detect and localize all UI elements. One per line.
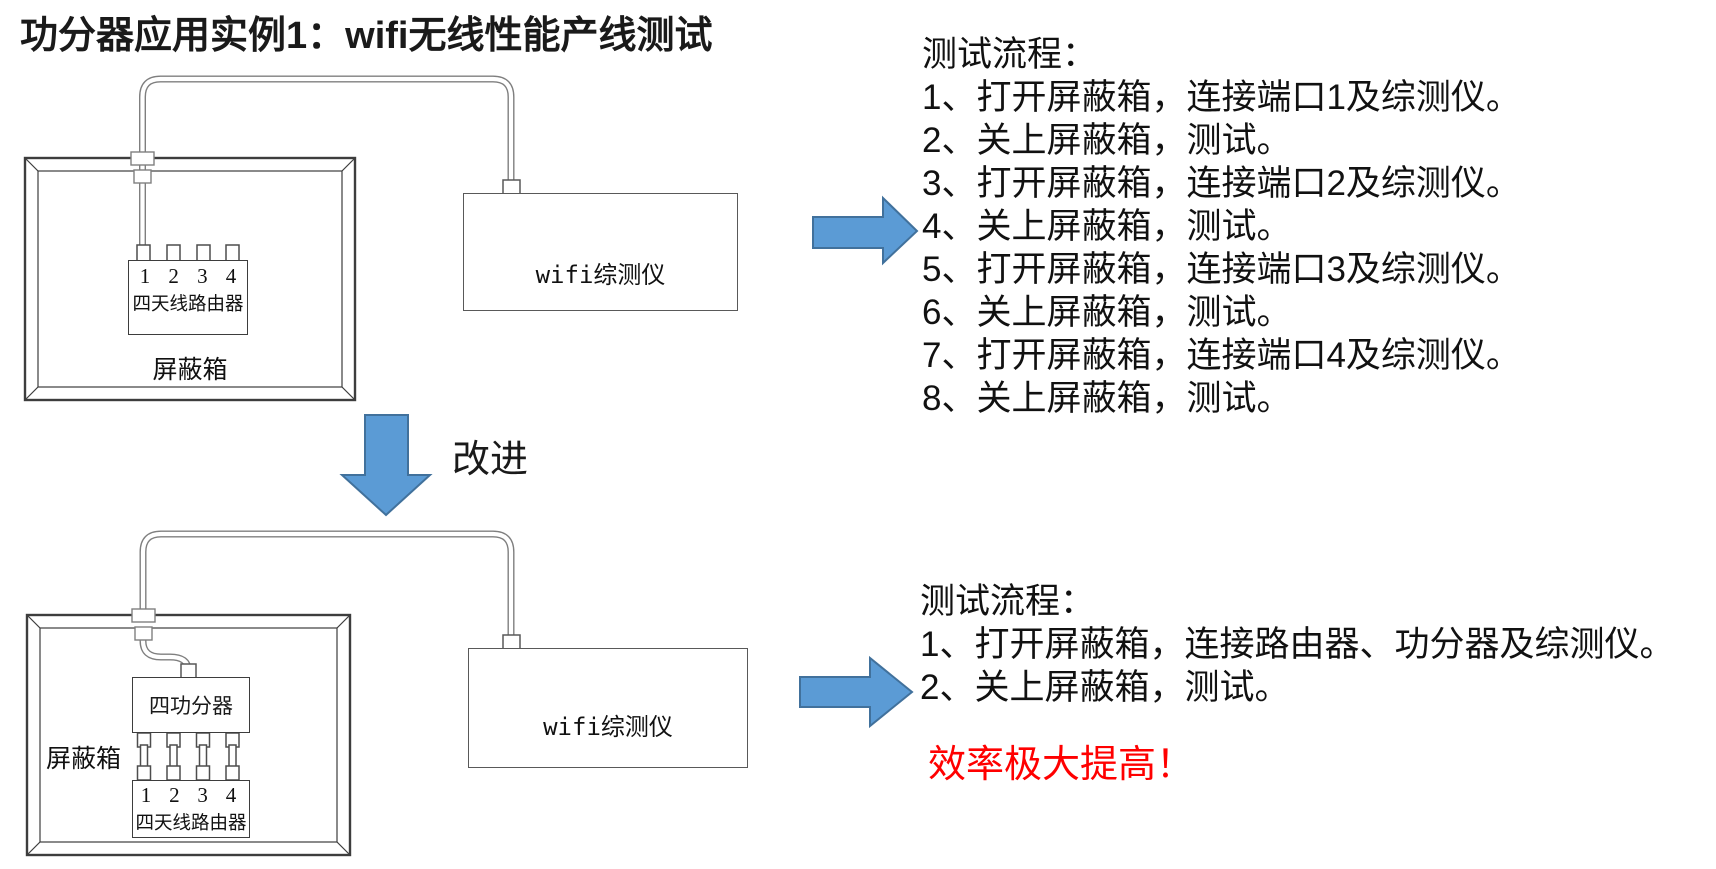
process-step: 5、打开屏蔽箱，连接端口3及综测仪。 [922,250,1521,289]
wifi-tester-box-bottom: wifi综测仪 [468,648,748,768]
router-label: 四天线路由器 [132,295,244,315]
port-number: 3 [197,264,208,288]
power-divider-box: 四功分器 [132,677,250,733]
feedthrough-bottom [131,608,156,641]
process-step: 2、关上屏蔽箱，测试。 [920,668,1290,707]
process-heading: 测试流程： [920,582,1096,621]
efficiency-emphasis-text: 效率极大提高！ [928,744,1195,786]
router-box-top: 1 2 3 4 四天线路由器 [128,260,248,335]
process-step: 3、打开屏蔽箱，连接端口2及综测仪。 [922,164,1521,203]
process-step: 1、打开屏蔽箱，连接端口1及综测仪。 [922,78,1521,117]
process-steps-top: 测试流程： 1、打开屏蔽箱，连接端口1及综测仪。 2、关上屏蔽箱，测试。 3、打… [922,33,1521,420]
router-port-stubs-top [136,244,240,262]
improve-arrow-label: 改进 [452,439,529,481]
wifi-tester-box-top: wifi综测仪 [463,193,738,311]
process-step: 7、打开屏蔽箱，连接端口4及综测仪。 [922,336,1521,375]
router-port-numbers: 1 2 3 4 [133,781,249,808]
router-box-bottom: 1 2 3 4 四天线路由器 [132,780,250,838]
router-label: 四天线路由器 [135,814,247,834]
process-heading: 测试流程： [922,35,1098,74]
right-arrow-bottom-icon [799,655,914,729]
port-number: 1 [140,783,152,807]
port-number: 2 [169,783,180,807]
wifi-tester-label: wifi综测仪 [543,712,673,741]
shield-box-top-frame [23,156,357,402]
port-number: 4 [225,783,237,807]
process-step: 1、打开屏蔽箱，连接路由器、功分器及综测仪。 [920,625,1675,664]
cable-bottom [139,530,515,671]
port-number: 4 [225,264,237,288]
cable-top [139,75,515,250]
shield-box-bottom-frame [25,613,352,857]
wifi-tester-label: wifi综测仪 [535,260,666,289]
power-divider-label: 四功分器 [149,694,233,718]
divider-input-connector [180,663,197,679]
page-title: 功分器应用实例1：wifi无线性能产线测试 [20,15,713,57]
rf-jumper-columns [136,732,240,781]
port-number: 1 [139,264,151,288]
right-arrow-top-icon [812,195,919,266]
shield-box-label-top: 屏蔽箱 [152,357,228,384]
process-step: 8、关上屏蔽箱，测试。 [922,379,1292,418]
process-step: 2、关上屏蔽箱，测试。 [922,121,1292,160]
feedthrough-top [130,151,155,184]
shield-box-label-bottom: 屏蔽箱 [46,746,122,773]
router-port-numbers: 1 2 3 4 [129,261,247,289]
process-step: 6、关上屏蔽箱，测试。 [922,293,1292,332]
process-steps-bottom: 测试流程： 1、打开屏蔽箱，连接路由器、功分器及综测仪。 2、关上屏蔽箱，测试。 [920,580,1674,709]
port-number: 3 [197,783,208,807]
down-arrow-improve-icon [339,414,433,517]
tester-connector-top [502,179,521,195]
tester-connector-bottom [502,634,521,650]
port-number: 2 [168,264,179,288]
process-step: 4、关上屏蔽箱，测试。 [922,207,1292,246]
